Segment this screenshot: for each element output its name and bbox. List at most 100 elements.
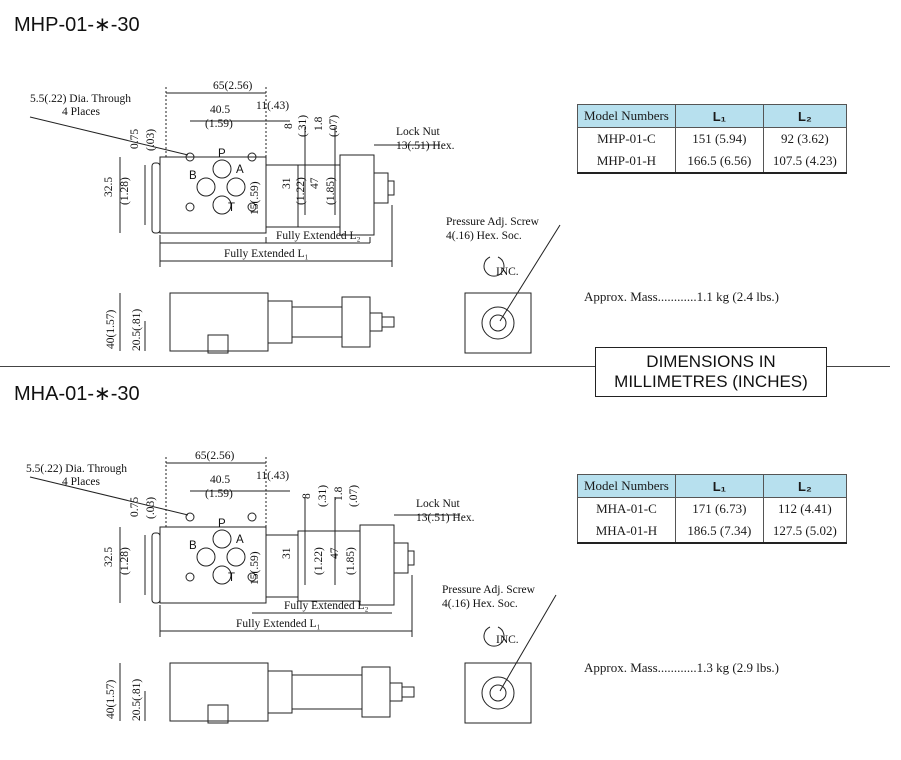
dim-40-label: 40(1.57) bbox=[105, 680, 117, 719]
mount-hole bbox=[185, 202, 195, 212]
fully-extended-l2-label: Fully Extended L₂ bbox=[276, 230, 361, 242]
dim-0-75-label: 0.75 bbox=[129, 497, 141, 517]
cell-l1: 171 (6.73) bbox=[674, 497, 764, 520]
banner-line-2: MILLIMETRES (INCHES) bbox=[614, 372, 808, 391]
banner-line-1: DIMENSIONS IN bbox=[646, 352, 776, 371]
hole-note-1: 5.5(.22) Dia. Through bbox=[26, 463, 127, 475]
cell-l2: 92 (3.62) bbox=[762, 127, 847, 150]
dim-32-5-label: 32.5 bbox=[103, 547, 115, 567]
hole-note-2: 4 Places bbox=[62, 476, 101, 488]
port-b-label: B bbox=[189, 170, 197, 182]
drawing-mha: 65(2.56) 5.5(.22) Dia. Through 4 Places … bbox=[26, 450, 557, 724]
section-divider bbox=[0, 366, 890, 367]
model-table-mhp: Model Numbers L₁ L₂ MHP-01-C 151 (5.94) … bbox=[577, 104, 847, 174]
port-t-label: T bbox=[228, 572, 235, 584]
dim-07-label: (.07) bbox=[328, 115, 340, 137]
port-b-label: B bbox=[189, 540, 197, 552]
header-model-numbers: Model Numbers bbox=[577, 474, 676, 498]
hole-note-1: 5.5(.22) Dia. Through bbox=[30, 93, 131, 105]
table-row: MHA-01-H 186.5 (7.34) 127.5 (5.02) bbox=[577, 520, 847, 544]
cell-model: MHA-01-H bbox=[577, 520, 676, 544]
adjust-housing bbox=[339, 154, 375, 236]
dim-31-label: 31 bbox=[281, 177, 293, 189]
dim-31in-label: (.31) bbox=[297, 115, 309, 137]
dim-15-label: 15(.59) bbox=[249, 551, 261, 585]
cell-model: MHP-01-H bbox=[577, 150, 676, 174]
dim-1-59-label: (1.59) bbox=[205, 118, 233, 130]
dim-31in-label: (.31) bbox=[317, 485, 329, 507]
header-l2: L₂ bbox=[762, 474, 847, 498]
header-l1: L₁ bbox=[674, 104, 764, 128]
cell-model: MHA-01-C bbox=[577, 497, 676, 520]
table-row: MHP-01-C 151 (5.94) 92 (3.62) bbox=[577, 127, 847, 150]
cell-l2: 127.5 (5.02) bbox=[762, 520, 847, 544]
dim-47-label: 47 bbox=[329, 547, 341, 559]
dim-31-label: 31 bbox=[281, 547, 293, 559]
dim-1-22-label: (1.22) bbox=[313, 547, 325, 575]
adjust-housing bbox=[359, 524, 395, 606]
dim-1-8-label: 1.8 bbox=[333, 486, 345, 501]
mass-mha: Approx. Mass............1.3 kg (2.9 lbs.… bbox=[584, 660, 779, 675]
port-p-label: P bbox=[218, 148, 226, 160]
cell-l2: 112 (4.41) bbox=[762, 497, 847, 520]
lock-nut-size: 13(.51) Hex. bbox=[416, 512, 475, 524]
table-row: MHP-01-H 166.5 (6.56) 107.5 (4.23) bbox=[577, 150, 847, 174]
port-p-label: P bbox=[218, 518, 226, 530]
dim-20-5-label: 20.5(.81) bbox=[131, 679, 143, 721]
mount-hole bbox=[185, 512, 195, 522]
dim-40-label: 40(1.57) bbox=[105, 310, 117, 349]
dim-11-label: 11(.43) bbox=[256, 470, 289, 482]
section-title-mhp: MHP-01-∗-30 bbox=[14, 14, 140, 36]
port-t-label: T bbox=[228, 202, 235, 214]
pressure-adj-label: Pressure Adj. Screw bbox=[446, 216, 540, 228]
mount-hole bbox=[247, 512, 257, 522]
dim-03-label: (.03) bbox=[145, 129, 157, 151]
mount-hole bbox=[247, 202, 257, 212]
valve-adapter bbox=[265, 164, 299, 228]
mount-hole bbox=[185, 152, 195, 162]
header-l1: L₁ bbox=[674, 474, 764, 498]
hole-note-2: 4 Places bbox=[62, 106, 101, 118]
mount-hole bbox=[247, 152, 257, 162]
cell-l2: 107.5 (4.23) bbox=[762, 150, 847, 174]
dim-40-5-label: 40.5 bbox=[210, 104, 230, 116]
dim-65-label: 65(2.56) bbox=[195, 450, 234, 462]
dim-1-59-label: (1.59) bbox=[205, 488, 233, 500]
mass-mhp: Approx. Mass............1.1 kg (2.4 lbs.… bbox=[584, 289, 779, 304]
dim-1-8-label: 1.8 bbox=[313, 116, 325, 131]
fully-extended-l2-label: Fully Extended L₂ bbox=[284, 600, 369, 612]
cell-l1: 166.5 (6.56) bbox=[674, 150, 764, 174]
mount-hole bbox=[247, 572, 257, 582]
dim-20-5-label: 20.5(.81) bbox=[131, 309, 143, 351]
dim-1-28-label: (1.28) bbox=[119, 547, 131, 575]
table-row: MHA-01-C 171 (6.73) 112 (4.41) bbox=[577, 497, 847, 520]
header-model-numbers: Model Numbers bbox=[577, 104, 676, 128]
dim-47-label: 47 bbox=[309, 177, 321, 189]
model-table-mha: Model Numbers L₁ L₂ MHA-01-C 171 (6.73) … bbox=[577, 474, 847, 544]
units-banner: DIMENSIONS IN MILLIMETRES (INCHES) bbox=[595, 347, 827, 397]
dim-03-label: (.03) bbox=[145, 497, 157, 519]
drawing-mhp: 65(2.56) 5.5(.22) Dia. Through 4 Places … bbox=[29, 80, 561, 354]
port-a-label: A bbox=[236, 534, 244, 546]
dim-1-28-label: (1.28) bbox=[119, 177, 131, 205]
port-a-label: A bbox=[236, 164, 244, 176]
fully-extended-l1-label: Fully Extended L₁ bbox=[224, 248, 309, 260]
lock-nut-label: Lock Nut bbox=[396, 126, 441, 138]
dim-11-label: 11(.43) bbox=[256, 100, 289, 112]
inc-label: INC. bbox=[496, 634, 519, 646]
dim-1-22-label: (1.22) bbox=[295, 177, 307, 205]
cell-model: MHP-01-C bbox=[577, 127, 676, 150]
pressure-adj-size: 4(.16) Hex. Soc. bbox=[446, 230, 522, 242]
dim-40-5-label: 40.5 bbox=[210, 474, 230, 486]
dim-32-5-label: 32.5 bbox=[103, 177, 115, 197]
pressure-adj-size: 4(.16) Hex. Soc. bbox=[442, 598, 518, 610]
dim-65-label: 65(2.56) bbox=[213, 80, 252, 92]
fully-extended-l1-label: Fully Extended L₁ bbox=[236, 618, 321, 630]
dim-1-85-label: (1.85) bbox=[325, 177, 337, 205]
pressure-adj-label: Pressure Adj. Screw bbox=[442, 584, 536, 596]
dim-8-label: 8 bbox=[301, 493, 313, 499]
cell-l1: 151 (5.94) bbox=[674, 127, 764, 150]
lock-nut-size: 13(.51) Hex. bbox=[396, 140, 455, 152]
lock-nut-label: Lock Nut bbox=[416, 498, 461, 510]
dim-1-85-label: (1.85) bbox=[345, 547, 357, 575]
